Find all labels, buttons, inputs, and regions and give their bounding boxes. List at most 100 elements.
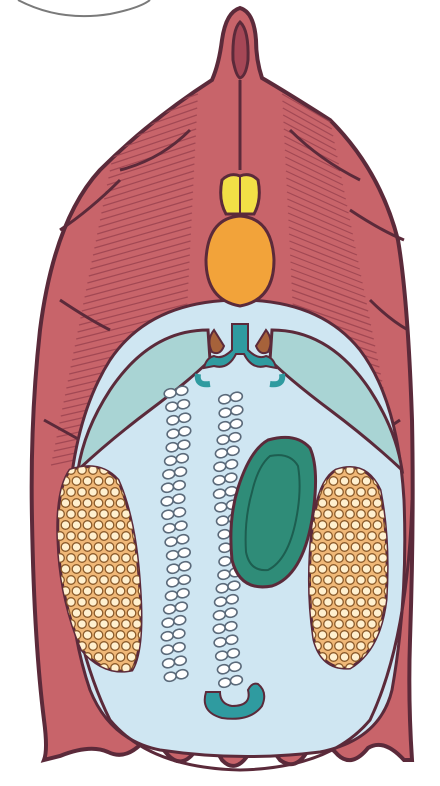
egg-cell (313, 554, 322, 563)
egg-cell (100, 532, 109, 541)
egg-cell (318, 499, 327, 508)
egg-cell (116, 499, 125, 508)
egg-cell (67, 510, 76, 519)
egg-cell (100, 554, 109, 563)
egg-cell (340, 609, 349, 618)
egg-cell (324, 598, 333, 607)
egg-cell (122, 532, 131, 541)
egg-cell (105, 653, 114, 662)
egg-cell (373, 521, 382, 530)
egg-cell (105, 521, 114, 530)
egg-cell (346, 620, 355, 629)
egg-cell (94, 543, 103, 552)
egg-cell (318, 609, 327, 618)
egg-cell (116, 653, 125, 662)
egg-cell (324, 488, 333, 497)
egg-cell (100, 642, 109, 651)
egg-cell (78, 576, 87, 585)
egg-cell (105, 543, 114, 552)
egg-cell (351, 477, 360, 486)
egg-cell (78, 554, 87, 563)
egg-cell (340, 477, 349, 486)
egg-cell (335, 576, 344, 585)
egg-cell (340, 653, 349, 662)
egg-cell (346, 554, 355, 563)
egg-cell (89, 510, 98, 519)
egg-cell (373, 499, 382, 508)
egg-cell (362, 521, 371, 530)
egg-cell (329, 631, 338, 640)
egg-cell (329, 609, 338, 618)
egg-cell (324, 554, 333, 563)
egg-cell (127, 565, 136, 574)
egg-cell (362, 565, 371, 574)
egg-cell (94, 565, 103, 574)
egg-cell (362, 587, 371, 596)
egg-cell (116, 631, 125, 640)
egg-cell (116, 521, 125, 530)
egg-cell (357, 642, 366, 651)
notochord (206, 216, 274, 306)
egg-cell (94, 499, 103, 508)
muscle-fiber-line (128, 52, 200, 80)
egg-cell (72, 609, 81, 618)
egg-cell (94, 521, 103, 530)
egg-cell (368, 620, 377, 629)
egg-cell (324, 532, 333, 541)
egg-cell (83, 587, 92, 596)
egg-cell (346, 532, 355, 541)
egg-cell (89, 598, 98, 607)
egg-cell (94, 587, 103, 596)
egg-cell (127, 609, 136, 618)
egg-cell (329, 499, 338, 508)
cropped-figure-edge (18, 0, 150, 16)
egg-cell (67, 488, 76, 497)
egg-cell (346, 510, 355, 519)
egg-cell (329, 565, 338, 574)
egg-cell (368, 532, 377, 541)
egg-cell (340, 587, 349, 596)
egg-cell (340, 631, 349, 640)
egg-cell (340, 543, 349, 552)
egg-cell (329, 543, 338, 552)
egg-cell (72, 521, 81, 530)
egg-cell (94, 477, 103, 486)
egg-cell (127, 631, 136, 640)
egg-cell (368, 554, 377, 563)
egg-cell (78, 488, 87, 497)
egg-cell (368, 488, 377, 497)
egg-cell (357, 576, 366, 585)
egg-cell (357, 532, 366, 541)
egg-cell (373, 587, 382, 596)
egg-cell (351, 653, 360, 662)
egg-cell (122, 620, 131, 629)
egg-cell (357, 620, 366, 629)
egg-cell (116, 565, 125, 574)
muscle-fiber-line (125, 66, 199, 94)
egg-cell (83, 565, 92, 574)
egg-cell (133, 598, 142, 607)
egg-cell (329, 521, 338, 530)
egg-cell (100, 510, 109, 519)
egg-cell (357, 554, 366, 563)
egg-cell (105, 631, 114, 640)
egg-cell (335, 598, 344, 607)
egg-cell (340, 565, 349, 574)
egg-cell (362, 631, 371, 640)
egg-cell (362, 499, 371, 508)
egg-cell (324, 510, 333, 519)
egg-cell (78, 620, 87, 629)
egg-cell (61, 499, 70, 508)
egg-cell (83, 609, 92, 618)
egg-cell (313, 620, 322, 629)
egg-cell (329, 587, 338, 596)
egg-cell (379, 576, 388, 585)
egg-cell (357, 598, 366, 607)
nerve-cord (221, 175, 260, 214)
egg-cell (329, 477, 338, 486)
muscle-fiber-line (281, 66, 325, 94)
egg-cell (105, 565, 114, 574)
egg-cell (329, 653, 338, 662)
